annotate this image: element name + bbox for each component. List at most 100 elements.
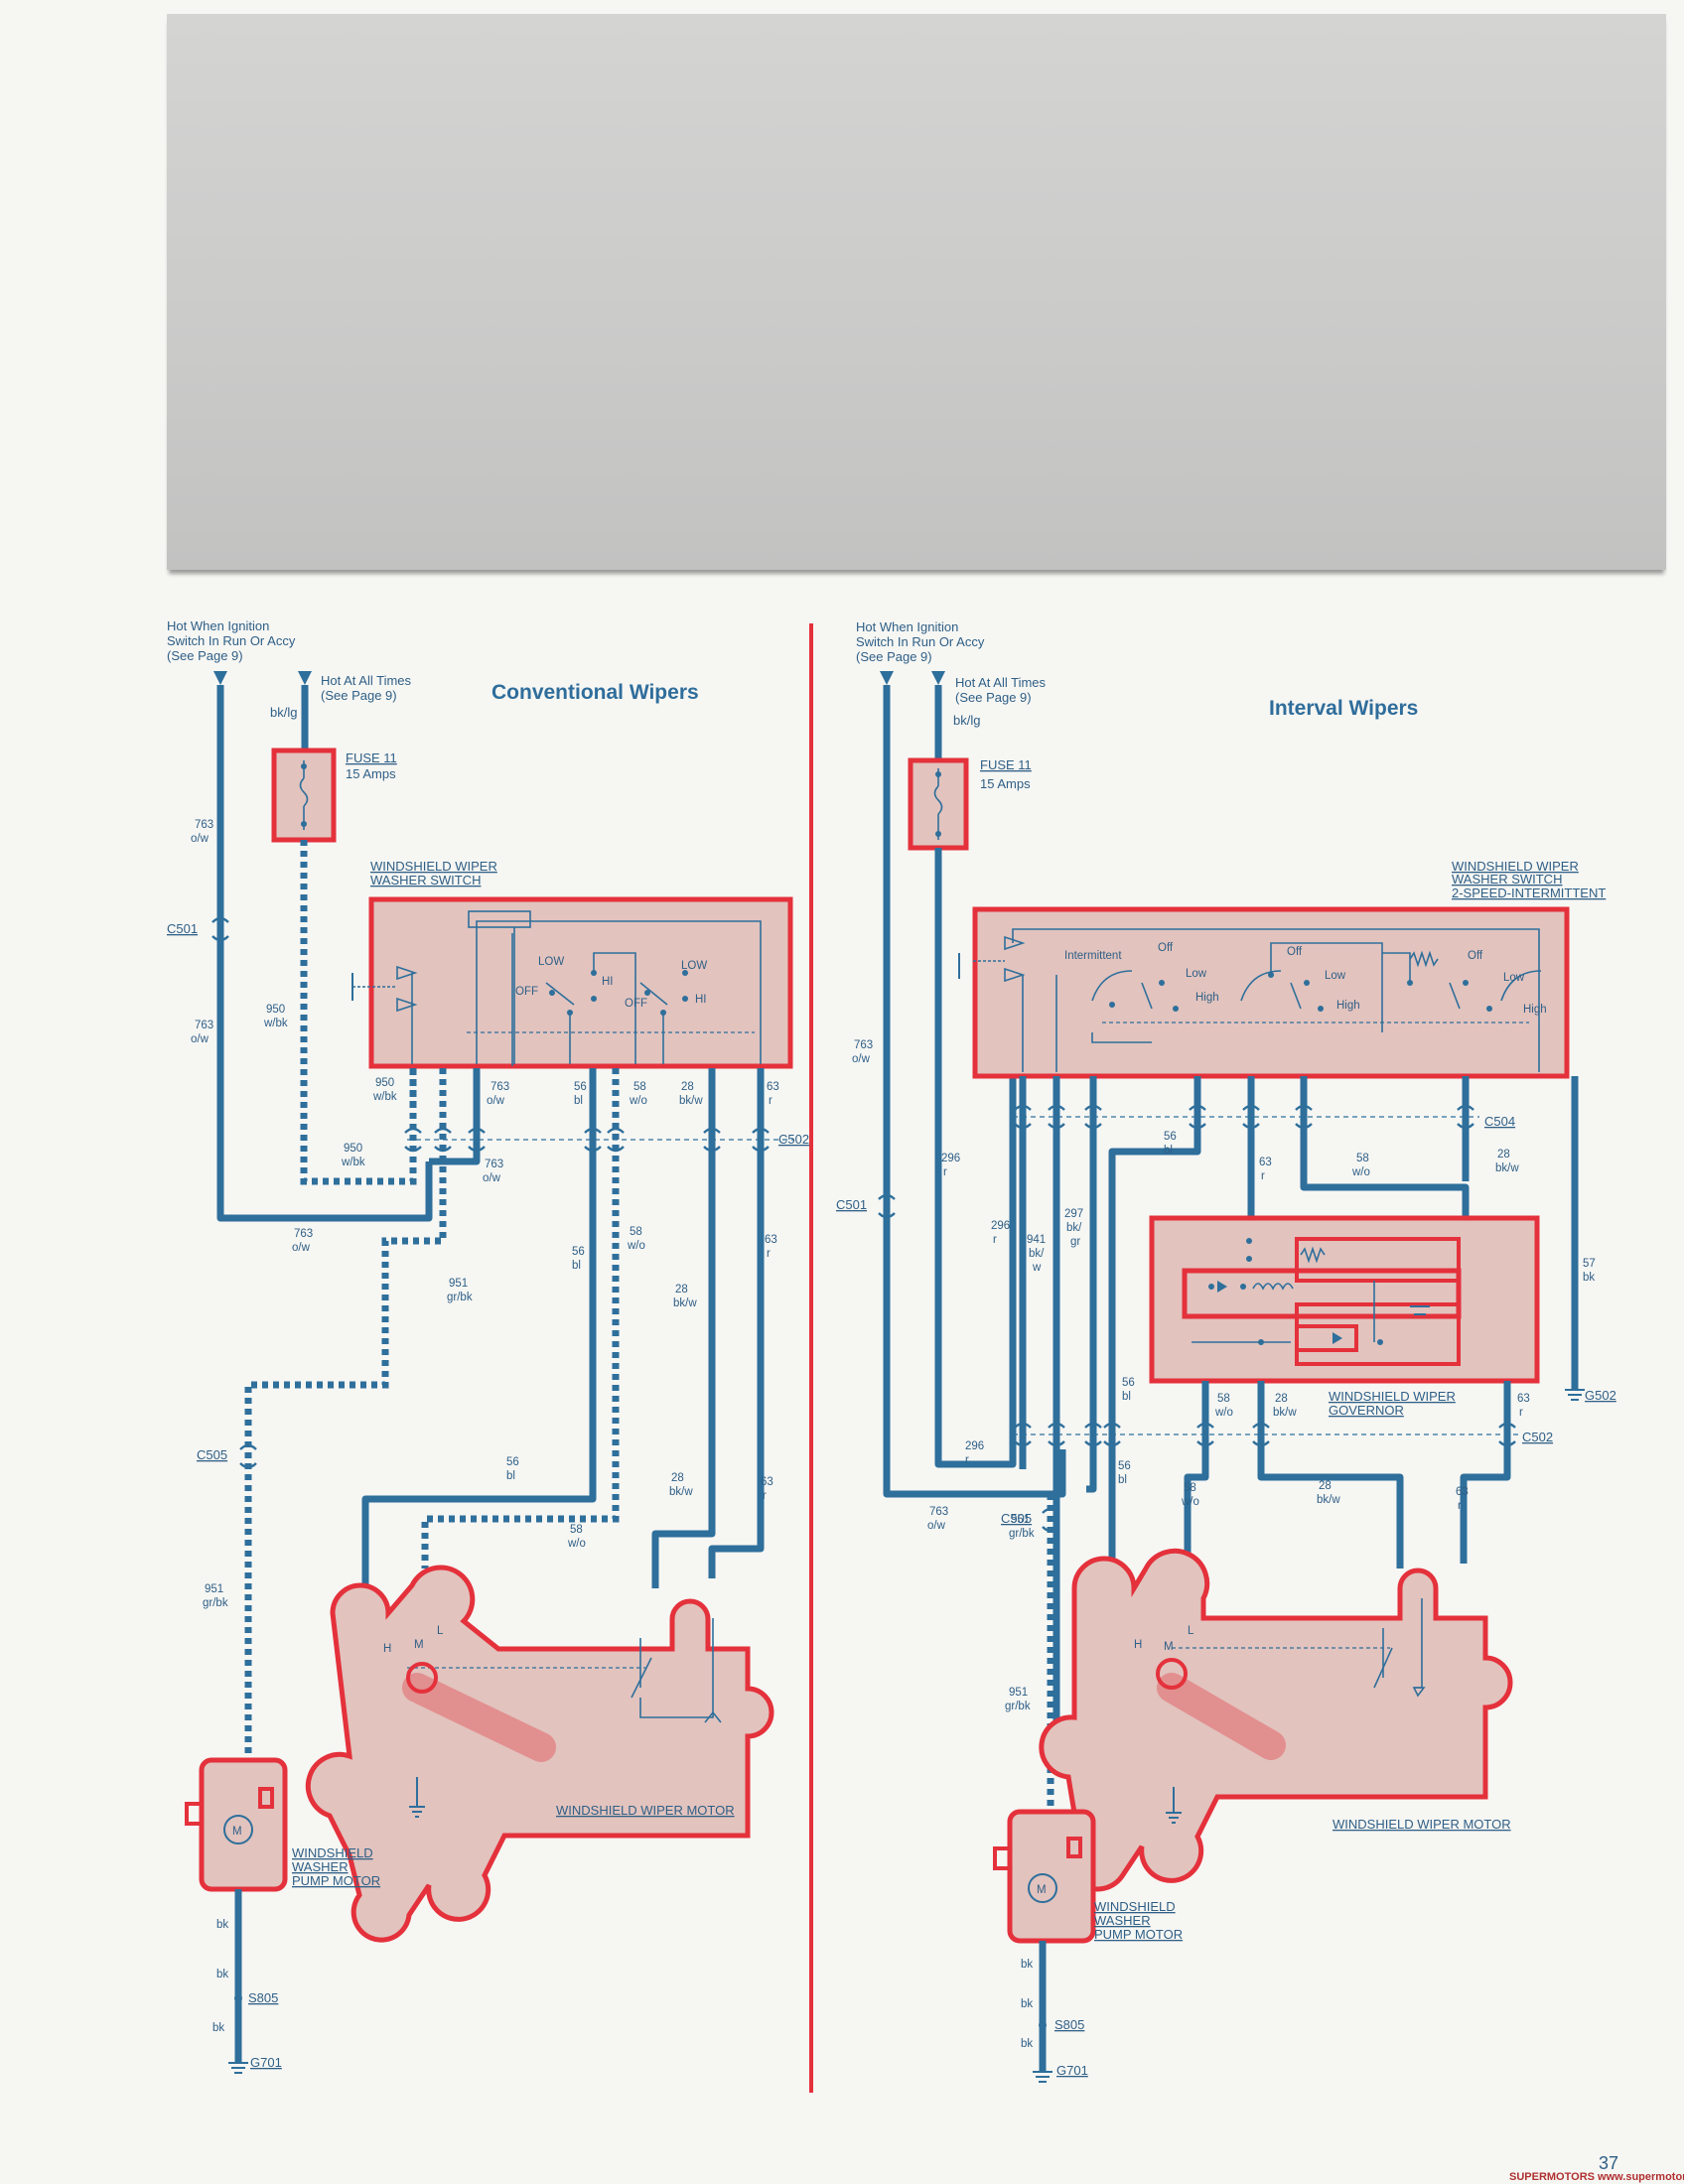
- svg-text:PUMP MOTOR: PUMP MOTOR: [292, 1873, 380, 1888]
- svg-text:o/w: o/w: [487, 1095, 505, 1107]
- wire-28-bkw-gov: [1257, 1381, 1404, 1569]
- svg-text:L: L: [437, 1625, 444, 1637]
- conventional-title: Conventional Wipers: [491, 681, 699, 704]
- svg-text:Hot When Ignition: Hot When Ignition: [856, 619, 958, 634]
- pump-label: WINDSHIELD WASHER PUMP MOTOR: [1094, 1899, 1183, 1942]
- svg-text:28: 28: [681, 1081, 694, 1093]
- fuse-label: FUSE 11: [346, 751, 397, 765]
- svg-text:H: H: [383, 1643, 391, 1655]
- svg-text:bl: bl: [572, 1260, 581, 1272]
- svg-text:PUMP MOTOR: PUMP MOTOR: [1094, 1927, 1183, 1942]
- svg-text:bk/: bk/: [1066, 1222, 1082, 1234]
- svg-text:r: r: [993, 1234, 997, 1246]
- svg-text:bk/: bk/: [1029, 1248, 1045, 1260]
- conventional-wipers-diagram: Conventional Wipers Hot When Ignition Sw…: [167, 618, 809, 2074]
- wire-763-ow: [216, 685, 433, 1222]
- svg-text:58: 58: [633, 1081, 646, 1093]
- svg-text:56: 56: [574, 1081, 587, 1093]
- svg-text:w/o: w/o: [567, 1538, 586, 1550]
- svg-text:gr/bk: gr/bk: [203, 1597, 228, 1609]
- svg-text:gr: gr: [1070, 1236, 1080, 1248]
- svg-text:763: 763: [195, 819, 213, 831]
- g701-label: G701: [250, 2055, 282, 2070]
- c501-label: C501: [167, 921, 198, 936]
- switch-title-line2: WASHER SWITCH: [370, 873, 481, 887]
- switch-title-line1: WINDSHIELD WIPER: [370, 859, 497, 874]
- motor-ground-icon: [409, 1777, 425, 1818]
- svg-text:r: r: [767, 1248, 771, 1260]
- switch-internals: LOW OFF HI LOW OFF HI: [351, 910, 762, 1066]
- washer-pump-motor: M: [993, 1809, 1096, 1944]
- svg-text:OFF: OFF: [515, 986, 538, 998]
- fuse-icon: [299, 760, 309, 830]
- svg-text:Low: Low: [1325, 970, 1346, 982]
- svg-text:28: 28: [1319, 1480, 1332, 1492]
- svg-text:WASHER: WASHER: [1094, 1913, 1151, 1928]
- wire-label-bk: bk: [1021, 1959, 1033, 1971]
- svg-text:763: 763: [854, 1039, 873, 1051]
- c502-connector-marks: [1014, 1422, 1516, 1447]
- svg-text:o/w: o/w: [292, 1242, 311, 1254]
- fuse-rating: 15 Amps: [980, 776, 1031, 791]
- svg-text:GOVERNOR: GOVERNOR: [1329, 1403, 1404, 1418]
- s805-label: S805: [248, 1990, 278, 2005]
- wire-label-bk: bk: [1021, 2038, 1033, 2050]
- interval-title: Interval Wipers: [1269, 697, 1418, 720]
- svg-text:63: 63: [767, 1081, 779, 1093]
- svg-text:w/o: w/o: [1181, 1496, 1199, 1508]
- svg-text:56: 56: [1118, 1460, 1131, 1472]
- motor-label: WINDSHIELD WIPER MOTOR: [556, 1803, 735, 1818]
- svg-text:951: 951: [1009, 1687, 1028, 1699]
- svg-text:HI: HI: [602, 976, 614, 988]
- svg-text:951: 951: [449, 1278, 468, 1290]
- svg-text:Hot When Ignition: Hot When Ignition: [167, 618, 269, 633]
- s805-splice: [1039, 2021, 1047, 2029]
- g502-label: G502: [1585, 1388, 1616, 1403]
- fuse-icon: [933, 768, 943, 840]
- svg-text:High: High: [1195, 992, 1219, 1004]
- svg-text:r: r: [763, 1490, 767, 1502]
- wire-56-bl: [1108, 1076, 1201, 1569]
- hot-ignition-label: Hot When Ignition Switch In Run Or Accy …: [856, 619, 985, 664]
- hot-at-all-times-label: Hot At All Times (See Page 9): [321, 673, 412, 703]
- svg-text:Off: Off: [1287, 946, 1303, 958]
- svg-text:bk/w: bk/w: [673, 1297, 697, 1309]
- wire-label-bk: bk: [1021, 1998, 1033, 2010]
- svg-text:(See Page 9): (See Page 9): [856, 649, 932, 664]
- svg-text:o/w: o/w: [483, 1172, 501, 1184]
- svg-text:Hot At All Times: Hot At All Times: [955, 675, 1047, 690]
- svg-text:w: w: [1032, 1262, 1042, 1274]
- svg-text:gr/bk: gr/bk: [447, 1292, 473, 1303]
- svg-text:o/w: o/w: [191, 1033, 210, 1045]
- svg-text:296: 296: [991, 1220, 1010, 1232]
- wiper-motor: H L M: [1039, 1548, 1513, 1892]
- wire-297-bkgr: [1086, 1076, 1097, 1493]
- s805-label: S805: [1054, 2017, 1084, 2032]
- wiper-washer-switch-intermittent: [972, 906, 1570, 1079]
- g701-label: G701: [1056, 2063, 1088, 2078]
- svg-text:58: 58: [630, 1226, 642, 1238]
- wire-58-wo-gov: [1184, 1381, 1209, 1569]
- svg-text:763: 763: [929, 1506, 948, 1518]
- pump-label: WINDSHIELD WASHER PUMP MOTOR: [292, 1845, 380, 1888]
- wire-63-r: [1247, 1076, 1291, 1227]
- wire-label-bk: bk: [216, 1919, 228, 1931]
- svg-text:bl: bl: [506, 1470, 515, 1482]
- svg-text:M: M: [1164, 1641, 1174, 1653]
- svg-text:763: 763: [195, 1020, 213, 1031]
- svg-text:WINDSHIELD: WINDSHIELD: [292, 1845, 373, 1860]
- svg-text:r: r: [965, 1454, 969, 1466]
- svg-text:Low: Low: [1503, 972, 1525, 984]
- c505-label: C505: [197, 1447, 227, 1462]
- svg-text:951: 951: [205, 1583, 223, 1595]
- wire-951-grbk-a: [1051, 1076, 1060, 1751]
- g701-ground-icon: [1033, 2071, 1052, 2083]
- wire-56-bl: [361, 1068, 597, 1593]
- svg-text:57: 57: [1583, 1258, 1596, 1270]
- svg-text:296: 296: [941, 1153, 960, 1164]
- svg-text:WINDSHIELD: WINDSHIELD: [1094, 1899, 1176, 1914]
- hot-ignition-label: Hot When Ignition Switch In Run Or Accy …: [167, 618, 296, 663]
- governor-internals: [1182, 1237, 1462, 1366]
